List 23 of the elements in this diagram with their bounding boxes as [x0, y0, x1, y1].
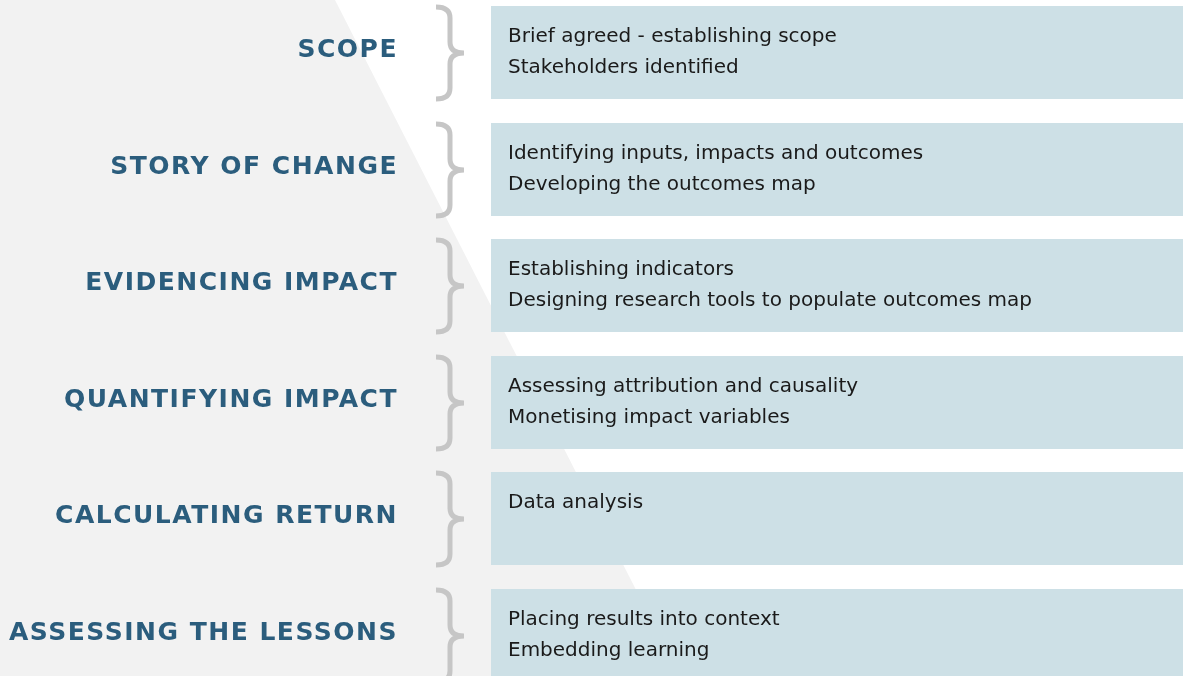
step-text: Stakeholders identified: [508, 53, 740, 80]
step-text: Placing results into context: [508, 605, 781, 632]
stage-heading: STORY OF CHANGE: [110, 150, 398, 180]
step-text: Designing research tools to populate outcomes map: [508, 286, 1033, 314]
step-text: Monetising impact variables: [508, 402, 791, 430]
stage-heading: CALCULATING RETURN: [55, 500, 398, 530]
step-text: Assessing attribution and causality: [508, 371, 860, 399]
step-text: Developing the outcomes map: [508, 169, 817, 197]
step-text: Brief agreed - establishing scope: [508, 22, 838, 49]
step-box: [491, 355, 1183, 449]
step-box: [491, 239, 1183, 333]
step-box: [491, 122, 1183, 216]
step-box: [491, 6, 1183, 99]
step-text: Data analysis: [508, 488, 645, 516]
step-box: [491, 589, 1183, 676]
stage-heading: SCOPE: [297, 34, 398, 63]
step-text: Embedding learning: [508, 636, 711, 663]
stage-heading: QUANTIFYING IMPACT: [64, 383, 398, 413]
step-text: Identifying inputs, impacts and outcomes: [508, 138, 925, 166]
step-text: Establishing indicators: [508, 255, 735, 283]
stage-heading: EVIDENCING IMPACT: [85, 267, 398, 297]
stage-heading: ASSESSING THE LESSONS: [9, 617, 398, 646]
step-box: [491, 472, 1183, 566]
